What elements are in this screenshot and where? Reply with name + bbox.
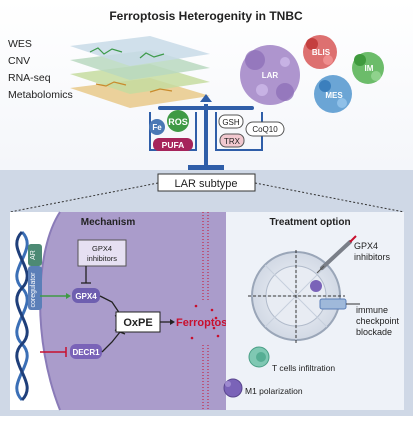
fe-label: Fe [152, 123, 162, 132]
t-cells-label: T cells infiltration [272, 363, 335, 373]
coq10-node [245, 121, 285, 137]
lar-subtype-box [157, 173, 256, 192]
gpx4-inhibitors-box [77, 239, 127, 267]
tumor-illustration [248, 250, 345, 345]
subtype-blis: BLIS [312, 48, 331, 57]
subtype-lar: LAR [262, 71, 279, 80]
cell-membrane [190, 212, 220, 410]
fe-node [149, 119, 165, 135]
omics-cnv: CNV [8, 55, 30, 67]
decr1-node [70, 344, 102, 359]
cluster-im [352, 52, 384, 84]
treat-gpx4-line1: GPX4 [354, 241, 378, 251]
pufa-node [153, 138, 193, 151]
subtype-mes: MES [325, 91, 343, 100]
treated-cell [310, 280, 322, 292]
checkpoint-icon [319, 298, 347, 310]
gpx4-node [72, 288, 100, 303]
gpx4-inhibitors-line1: GPX4 [92, 244, 112, 253]
gpx4-label: GPX4 [75, 292, 97, 301]
omics-metabolomics: Metabolomics [8, 89, 73, 101]
cluster-mes [314, 75, 352, 113]
omics-rna-seq: RNA-seq [8, 72, 51, 84]
coq10-label: CoQ10 [252, 125, 278, 134]
mechanism-heading: Mechanism [81, 217, 136, 228]
cluster-blis [303, 35, 337, 69]
oxpe-label: OxPE [123, 317, 152, 329]
m1-label: M1 polarization [245, 386, 303, 396]
decr1-label: DECR1 [72, 348, 100, 357]
pufa-label: PUFA [162, 140, 185, 150]
ferroptosis-label: Ferroptosis [176, 317, 237, 329]
trx-label: TRX [224, 137, 241, 146]
treatment-heading: Treatment option [269, 217, 350, 228]
treat-gpx4-line2: inhibitors [354, 252, 391, 262]
checkpoint-line3: blockade [356, 327, 392, 337]
ar-label: AR [30, 250, 37, 260]
trx-node [219, 133, 245, 148]
dna-helix [15, 230, 29, 402]
omics-wes: WES [8, 38, 32, 50]
subtype-clusters [240, 35, 384, 113]
subtype-im: IM [365, 64, 374, 73]
checkpoint-line1: immune [356, 305, 388, 315]
gpx4-inhibitors-line2: inhibitors [87, 254, 117, 263]
coregulator-label: coregulator [30, 272, 37, 308]
ros-label: ROS [168, 117, 188, 127]
figure-title: Ferroptosis Heterogenity in TNBC [109, 9, 303, 23]
omics-layers-illustration [70, 36, 210, 108]
coregulator-box [28, 266, 42, 310]
gsh-node [218, 114, 244, 129]
gsh-label: GSH [222, 118, 240, 127]
ros-node [167, 110, 189, 132]
lar-subtype-label: LAR subtype [175, 178, 238, 190]
syringe-icon [316, 235, 357, 274]
cluster-lar [240, 45, 300, 105]
ar-box [28, 244, 42, 266]
checkpoint-line2: checkpoint [356, 316, 400, 326]
